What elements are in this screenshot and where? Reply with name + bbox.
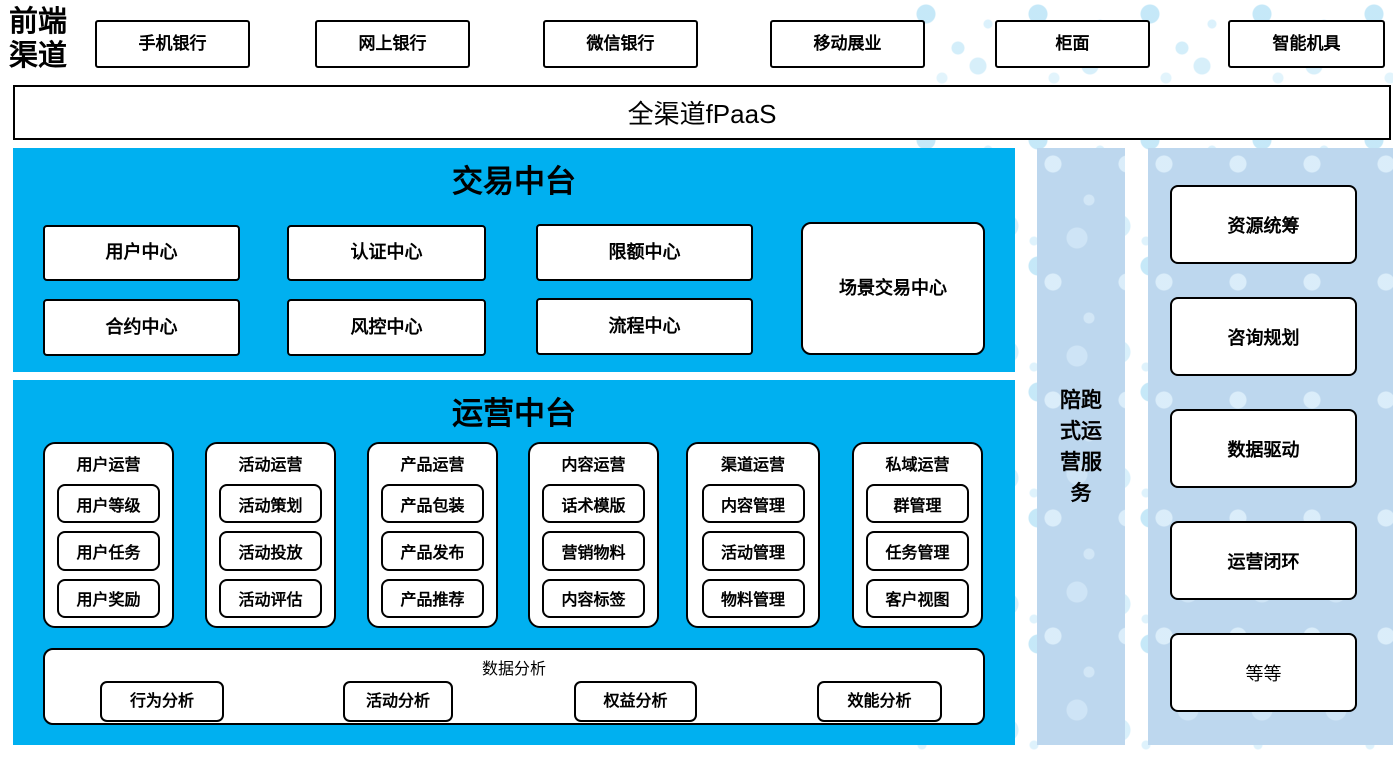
center-box-user: 用户中心 <box>43 225 240 281</box>
channel-box-online-banking: 网上银行 <box>315 20 470 68</box>
group-item: 活动管理 <box>701 531 805 571</box>
service-box-resource-planning: 资源统筹 <box>1170 185 1357 264</box>
service-box-consulting-planning: 咨询规划 <box>1170 297 1357 376</box>
group-item: 产品推荐 <box>381 578 484 618</box>
group-label: 活动运营 <box>238 457 303 474</box>
service-box-ops-closed-loop: 运营闭环 <box>1170 521 1357 600</box>
group-item: 用户奖励 <box>57 578 160 618</box>
group-item: 用户任务 <box>57 531 160 571</box>
group-item: 用户等级 <box>57 484 160 524</box>
group-label: 私域运营 <box>885 457 950 474</box>
front-channels-label: 前端渠道 <box>8 6 67 72</box>
center-box-process: 流程中心 <box>536 298 753 355</box>
group-item: 话术模版 <box>542 484 645 524</box>
group-item: 任务管理 <box>866 531 969 571</box>
data-item-rights: 权益分析 <box>574 681 697 722</box>
group-activity-ops: 活动运营 活动策划 活动投放 活动评估 <box>205 442 336 628</box>
group-label: 用户运营 <box>76 457 141 474</box>
channel-box-counter: 柜面 <box>995 20 1150 68</box>
group-content-ops: 内容运营 话术模版 营销物料 内容标签 <box>528 442 659 628</box>
channel-box-mobile-sales: 移动展业 <box>770 20 925 68</box>
group-item: 活动投放 <box>219 531 322 571</box>
group-private-domain-ops: 私域运营 群管理 任务管理 客户视图 <box>852 442 983 628</box>
group-item: 活动策划 <box>219 484 322 524</box>
data-item-behavior: 行为分析 <box>100 681 224 722</box>
data-item-efficiency: 效能分析 <box>817 681 942 722</box>
group-item: 客户视图 <box>866 578 969 618</box>
data-item-activity: 活动分析 <box>343 681 453 722</box>
group-item: 群管理 <box>866 484 969 524</box>
group-item: 内容标签 <box>542 578 645 618</box>
group-user-ops: 用户运营 用户等级 用户任务 用户奖励 <box>43 442 174 628</box>
service-panel: 资源统筹 咨询规划 数据驱动 运营闭环 等等 <box>1148 148 1393 745</box>
group-item: 活动评估 <box>219 578 322 618</box>
data-analysis-label: 数据分析 <box>481 661 546 678</box>
center-box-limit: 限额中心 <box>536 224 753 281</box>
center-box-auth: 认证中心 <box>287 225 486 281</box>
center-box-risk: 风控中心 <box>287 299 486 356</box>
ops-platform-title: 运营中台 <box>452 396 576 431</box>
group-product-ops: 产品运营 产品包装 产品发布 产品推荐 <box>367 442 498 628</box>
group-channel-ops: 渠道运营 内容管理 活动管理 物料管理 <box>686 442 820 628</box>
group-item: 物料管理 <box>701 578 805 618</box>
trade-platform-section: 交易中台 用户中心 认证中心 限额中心 合约中心 风控中心 流程中心 场景交易中… <box>13 148 1015 372</box>
group-item: 产品包装 <box>381 484 484 524</box>
group-item: 产品发布 <box>381 531 484 571</box>
data-analysis-panel: 数据分析 行为分析 活动分析 权益分析 效能分析 <box>43 648 985 725</box>
companion-service-bar: 陪跑式运营服务 <box>1037 148 1125 745</box>
center-box-contract: 合约中心 <box>43 299 240 356</box>
fpaas-bar: 全渠道fPaaS <box>13 85 1391 140</box>
group-label: 产品运营 <box>400 457 465 474</box>
group-label: 内容运营 <box>561 457 626 474</box>
service-box-etc: 等等 <box>1170 633 1357 712</box>
group-item: 营销物料 <box>542 531 645 571</box>
channel-box-smart-devices: 智能机具 <box>1228 20 1385 68</box>
group-item: 内容管理 <box>701 484 805 524</box>
companion-service-label: 陪跑式运营服务 <box>1060 388 1102 505</box>
center-box-scene-trade: 场景交易中心 <box>801 222 985 355</box>
channel-box-mobile-banking: 手机银行 <box>95 20 250 68</box>
channel-box-wechat-banking: 微信银行 <box>543 20 698 68</box>
trade-platform-title: 交易中台 <box>452 164 576 199</box>
group-label: 渠道运营 <box>720 457 785 474</box>
ops-platform-section: 运营中台 用户运营 用户等级 用户任务 用户奖励 活动运营 活动策划 活动投放 … <box>13 380 1015 745</box>
service-box-data-driven: 数据驱动 <box>1170 409 1357 488</box>
